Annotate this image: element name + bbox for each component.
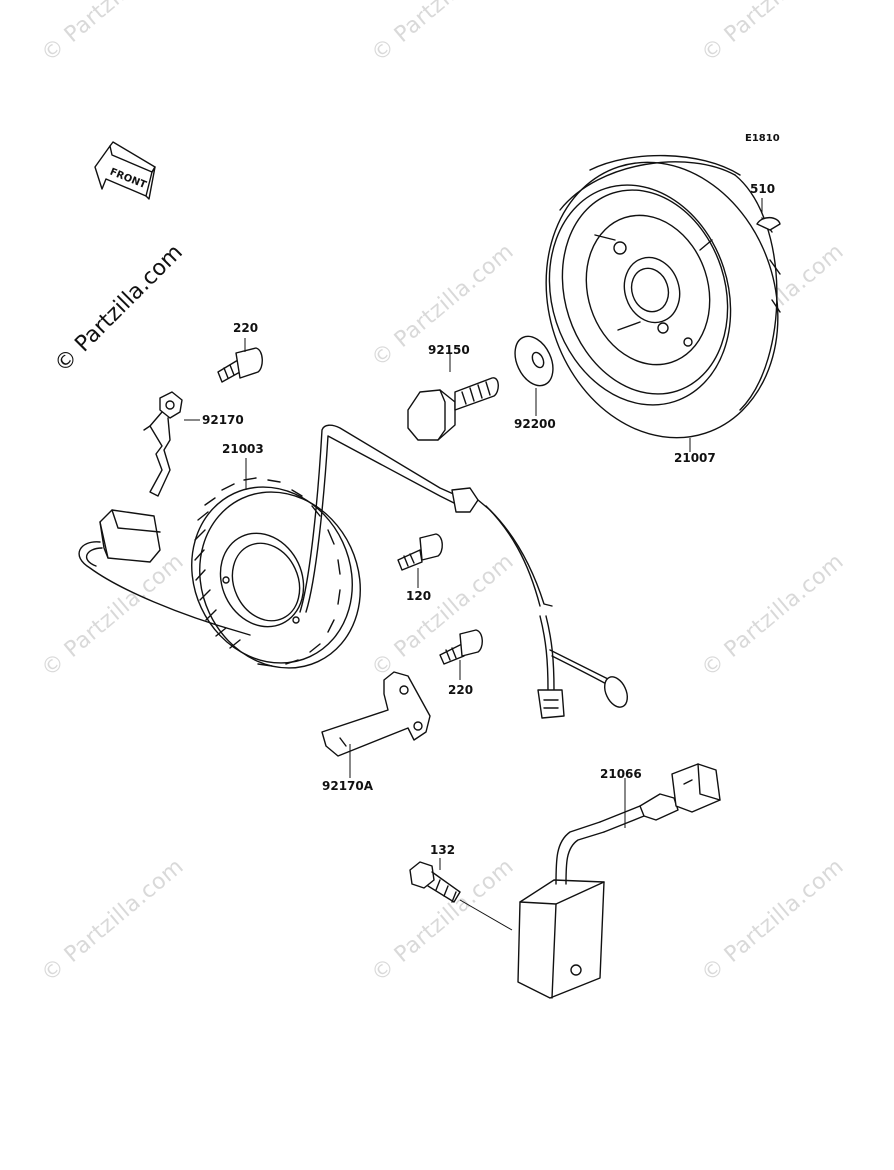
screw-upper [217, 347, 263, 383]
stator [191, 477, 361, 669]
rotor-flywheel [545, 154, 781, 439]
part-label-92170A[interactable]: 92170A [322, 779, 374, 793]
front-arrow-icon: FRONT [94, 141, 156, 200]
part-label-132[interactable]: 132 [430, 843, 456, 857]
part-label-120[interactable]: 120 [406, 589, 432, 603]
part-label-21003[interactable]: 21003 [222, 442, 264, 456]
part-label-92150[interactable]: 92150 [428, 343, 470, 357]
part-label-220-upper[interactable]: 220 [233, 321, 259, 335]
part-label-220-lower[interactable]: 220 [448, 683, 474, 697]
part-label-92170[interactable]: 92170 [202, 413, 244, 427]
part-label-92200[interactable]: 92200 [514, 417, 556, 431]
regulator-rectifier [517, 763, 721, 999]
woodruff-key [756, 216, 781, 231]
part-label-510[interactable]: 510 [750, 182, 776, 196]
screw-lower [439, 629, 483, 665]
part-label-21066[interactable]: 21066 [600, 767, 642, 781]
bracket-92170 [143, 391, 183, 497]
part-label-21007[interactable]: 21007 [674, 451, 716, 465]
flange-bolt [407, 377, 499, 441]
bracket-92170A [321, 671, 431, 757]
bolt-132 [409, 861, 461, 903]
screw-120 [397, 533, 443, 571]
washer [514, 335, 554, 387]
diagram-code: E1810 [745, 133, 780, 144]
stator-harness [299, 424, 629, 719]
leader-lines [184, 198, 763, 931]
pickup-coil [78, 509, 251, 636]
